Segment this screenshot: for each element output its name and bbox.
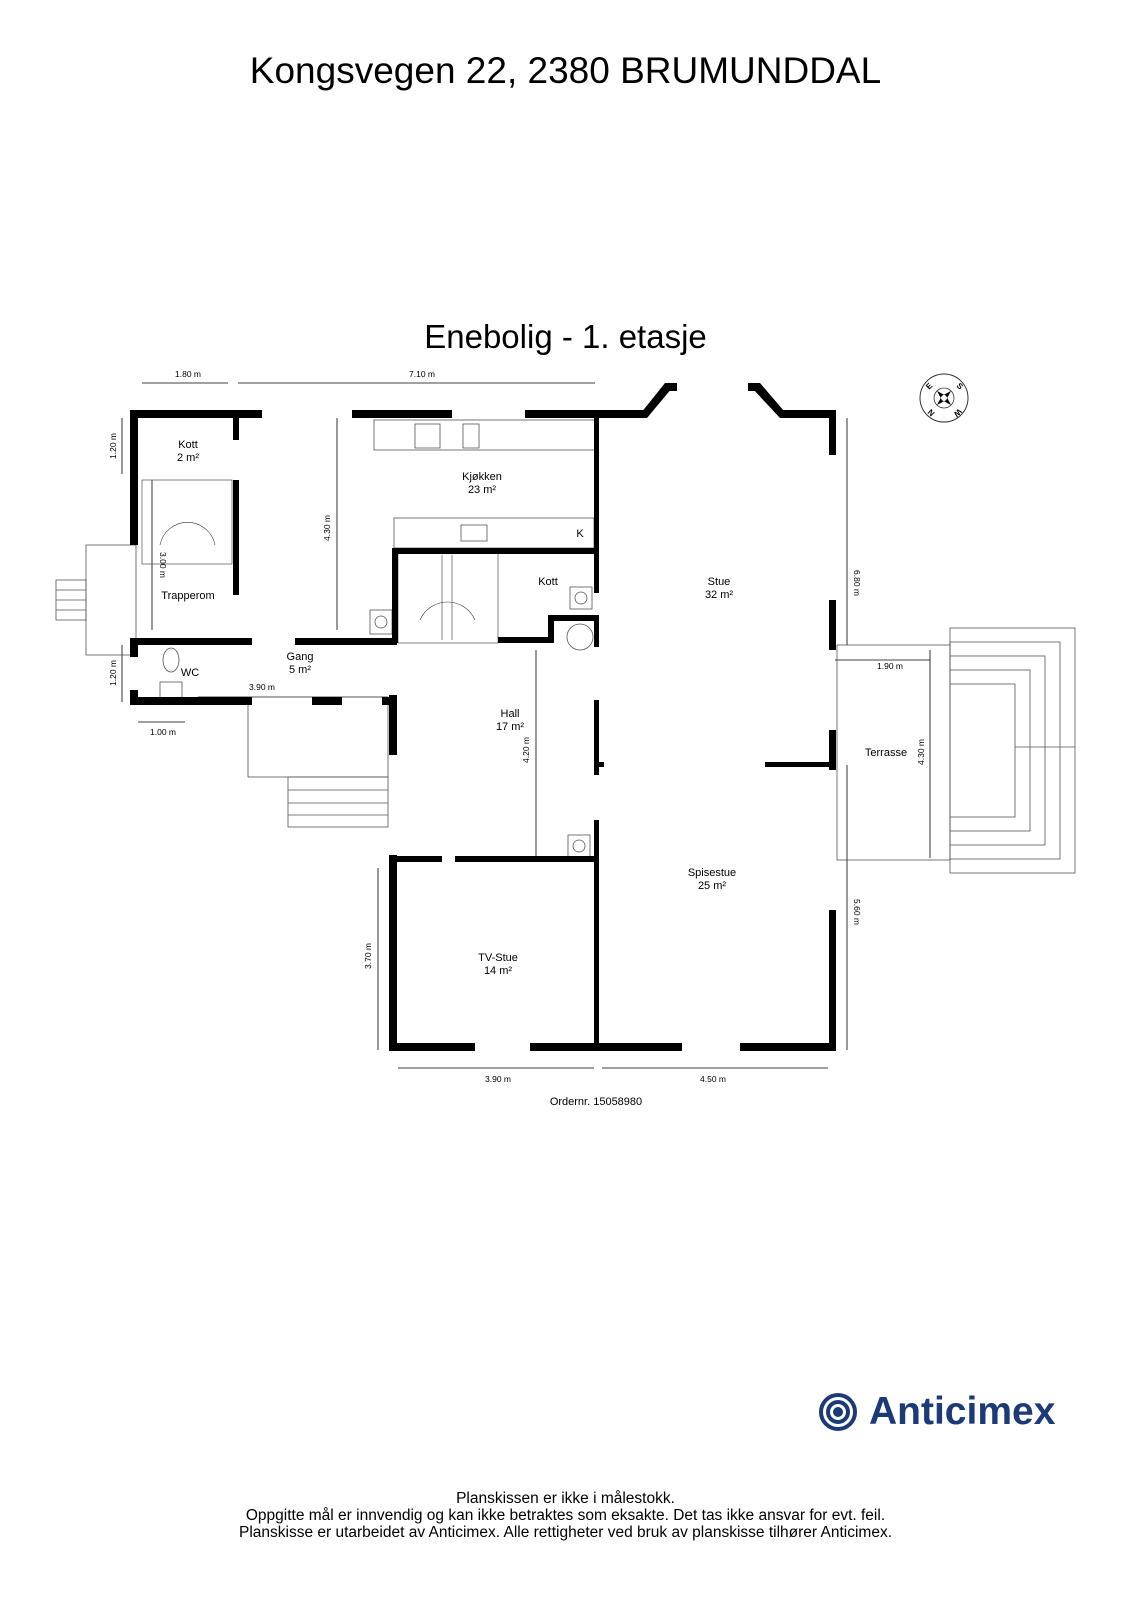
room-name: Kott [178, 439, 198, 451]
room-name: TV-Stue [478, 952, 518, 964]
room-area: 25 m² [698, 880, 726, 892]
page-title: Kongsvegen 22, 2380 BRUMUNDDAL [249, 50, 882, 91]
dimension-labels: 1.80 m 7.10 m 1.20 m 4.30 m 3.00 m 1.20 … [108, 369, 926, 1084]
room-name: Gang [287, 651, 314, 663]
compass-icon: E S W N [919, 373, 969, 423]
dim-label: 3.70 m [363, 943, 373, 969]
dim-label: 5.60 m [852, 899, 862, 925]
disclaimer-line: Oppgitte mål er innvendig og kan ikke be… [245, 1507, 886, 1524]
svg-text:W: W [951, 407, 963, 419]
room-area: 2 m² [177, 452, 199, 464]
room-area: 14 m² [484, 965, 512, 977]
room-area: 23 m² [468, 484, 496, 496]
room-name: Hall [501, 708, 520, 720]
anticimex-logo: Anticimex [815, 1390, 1055, 1434]
room-name: Kjøkken [462, 471, 502, 483]
dimension-lines [121, 382, 931, 1069]
walls [130, 383, 836, 1051]
dim-label: 1.00 m [150, 727, 176, 737]
dim-label: 1.90 m [877, 661, 903, 671]
room-labels: Kott 2 m² Kjøkken 23 m² Trapperom Kott S… [161, 439, 907, 1108]
dim-label: 4.20 m [521, 737, 531, 763]
room-name: Stue [708, 576, 731, 588]
dim-label: 6.80 m [852, 570, 862, 596]
room-name: Spisestue [688, 867, 736, 879]
room-area: 5 m² [289, 664, 311, 676]
order-number: Ordernr. 15058980 [550, 1096, 642, 1108]
svg-text:E: E [924, 381, 935, 392]
dim-label: 1.80 m [175, 369, 201, 379]
staircase [141, 479, 499, 644]
outline-details [55, 419, 1076, 874]
disclaimer-line: Planskissen er ikke i målestokk. [456, 1490, 675, 1507]
room-name: Terrasse [865, 747, 907, 759]
dim-label: 7.10 m [409, 369, 435, 379]
svg-text:N: N [926, 407, 937, 418]
dim-label: 4.30 m [916, 739, 926, 765]
dim-label: 1.20 m [108, 660, 118, 686]
room-area: 32 m² [705, 589, 733, 601]
dim-label: 1.20 m [108, 433, 118, 459]
room-name: Trapperom [161, 590, 214, 602]
svg-text:S: S [955, 381, 966, 392]
fixture-label: K [576, 528, 584, 540]
room-name: WC [181, 667, 199, 679]
room-name: Kott [538, 576, 558, 588]
dim-label: 3.90 m [485, 1074, 511, 1084]
disclaimer-line: Planskisse er utarbeidet av Anticimex. A… [238, 1524, 892, 1541]
room-area: 17 m² [496, 721, 524, 733]
disclaimer: Planskissen er ikke i målestokk. Oppgitt… [0, 1490, 1131, 1541]
logo-text: Anticimex [869, 1390, 1056, 1433]
dim-label: 4.50 m [700, 1074, 726, 1084]
dim-label: 3.90 m [249, 682, 275, 692]
anticimex-logo-icon [819, 1393, 857, 1431]
dim-label: 4.30 m [322, 515, 332, 541]
floor-title: Enebolig - 1. etasje [424, 318, 707, 355]
dim-label: 3.00 m [158, 552, 168, 578]
